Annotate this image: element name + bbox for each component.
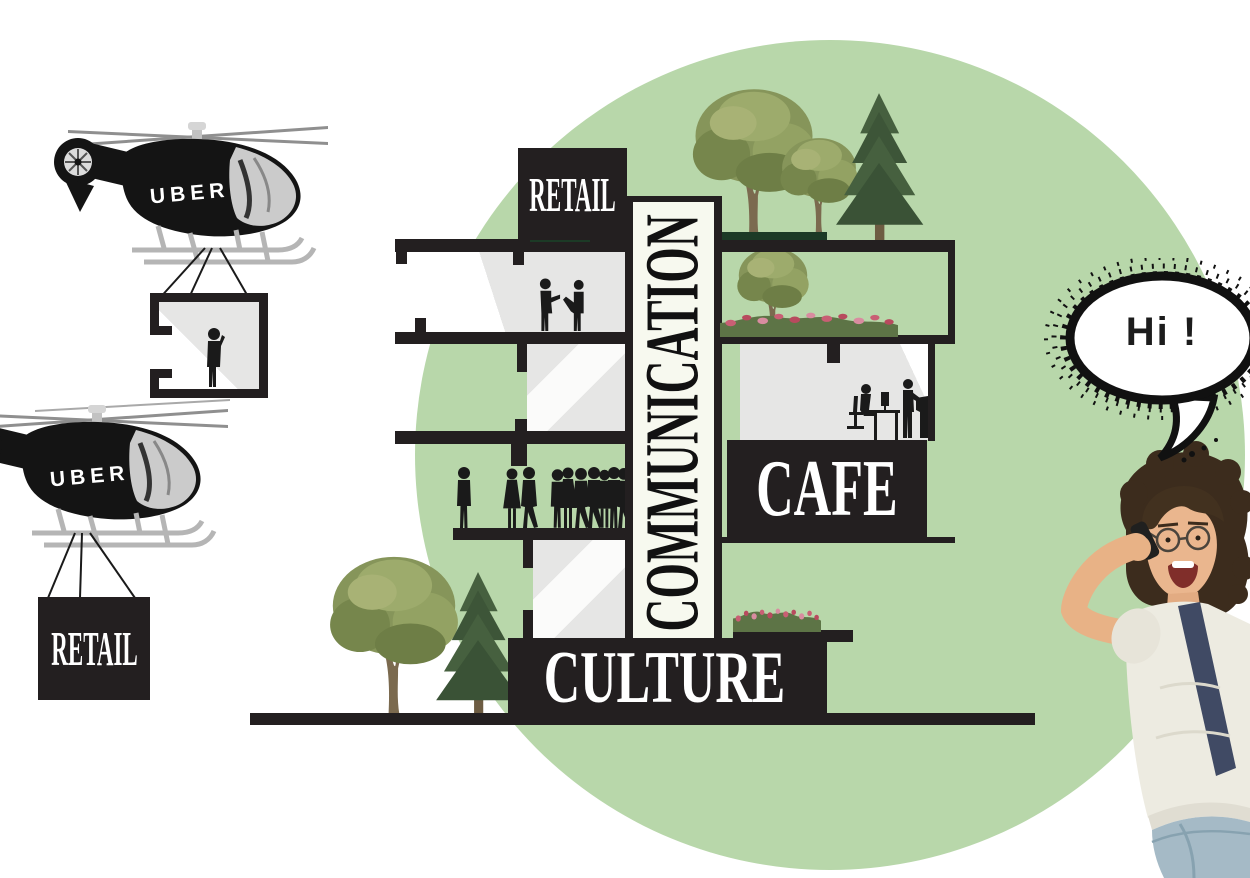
roof-conifer-icon [832, 92, 926, 242]
roof-slab-stub-a [396, 252, 407, 264]
culture-flower-planter [733, 605, 821, 632]
retail-sign-label: RETAIL [529, 167, 616, 221]
retail-cargo-box: RETAIL [38, 597, 150, 700]
talking-pair-silhouettes [539, 278, 584, 332]
speech-bubble-text: Hi ! [1125, 310, 1199, 354]
person-on-phone-silhouette [207, 328, 225, 387]
culture-sign: CULTURE [508, 636, 822, 719]
retail-cargo-label: RETAIL [50, 621, 138, 676]
cafe-sign-label: CAFE [756, 445, 898, 533]
right-wall-upper [948, 240, 955, 336]
culture-sign-label: CULTURE [544, 636, 786, 719]
motion-line [35, 399, 230, 412]
cargo-cables-bottom [47, 532, 136, 599]
communication-shaft [625, 196, 722, 648]
third-slab-stub [511, 444, 527, 466]
cafe-scene-silhouettes [847, 379, 928, 440]
room-upper-left [408, 252, 625, 332]
crowd-silhouettes [457, 467, 632, 529]
frame-right [259, 293, 268, 398]
uber-helicopter-top-icon: UBER [40, 100, 340, 270]
communication-label-wrap: COMMUNICATION [625, 203, 722, 643]
slab-below-cafe [722, 537, 955, 543]
planting-strip-roof-right [722, 232, 827, 241]
frame-left-bottom [150, 378, 159, 398]
frame-left-cap1 [150, 326, 172, 335]
uber-helicopter-bottom-icon: UBER [0, 383, 240, 553]
wall-culture-upper [523, 540, 533, 568]
terrace-flower-planter [720, 309, 898, 337]
roof-slab-left [395, 239, 632, 252]
cafe-hanging-stub [827, 344, 840, 363]
terrace-slab-right [722, 335, 955, 344]
third-slab-left [395, 431, 632, 444]
frame-top [150, 293, 268, 302]
cafe-sign: CAFE [727, 440, 927, 539]
frame-left-top [150, 293, 159, 335]
mid-slab-left [395, 332, 632, 344]
crowd-floor-slab [453, 528, 631, 540]
room-mid-left [527, 344, 625, 431]
room-culture [533, 540, 632, 640]
wall-right-of-culture [820, 642, 827, 718]
man-graphic [1060, 441, 1250, 878]
ground-line [250, 713, 1035, 725]
retail-sign: RETAIL [518, 148, 627, 240]
wall-mid-upper [517, 344, 527, 372]
wall-mid-lower [515, 419, 527, 432]
roof-slab-stub-b [513, 252, 524, 265]
frame-bottom [150, 389, 268, 398]
mid-slab-stub [415, 318, 426, 332]
speech-bubble-icon [1044, 258, 1250, 463]
communication-label: COMMUNICATION [630, 213, 715, 632]
roof-slab-right [722, 240, 955, 252]
man-on-phone-photo [1060, 441, 1250, 878]
cargo-cables-top [157, 247, 251, 301]
wall-culture-lower [523, 610, 533, 640]
right-wall-cafe [928, 344, 935, 441]
frame-left-cap2 [150, 369, 172, 378]
